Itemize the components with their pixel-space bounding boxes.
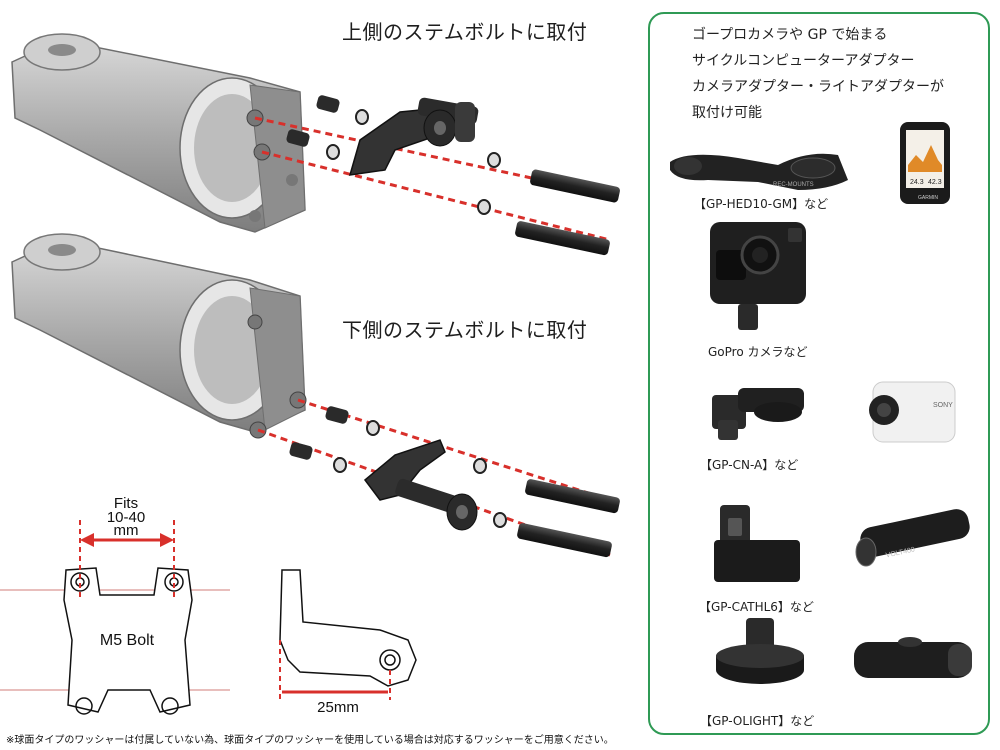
adapter-profile xyxy=(279,569,417,687)
garmin-device-image: 24.3 42.3 GARMIN xyxy=(900,122,950,204)
fits-dimension xyxy=(79,520,175,600)
mounting-diagram: Fits 10-40 mm M5 Bolt 25mm xyxy=(0,33,620,716)
olight-light-image xyxy=(854,637,972,678)
panel-line-2: サイクルコンピューターアダプター xyxy=(692,53,915,69)
width-dimension xyxy=(279,640,391,700)
panel-line-1: ゴープロカメラや GP で始まる xyxy=(692,27,888,43)
washer-footnote: ※球面タイプのワッシャーは付属していない為、球面タイプのワッシャーを使用している… xyxy=(6,735,614,746)
upper-stem xyxy=(11,33,306,233)
olight-adapter-image xyxy=(716,618,804,684)
lower-mount-heading: 下側のステムボルトに取付 xyxy=(342,318,588,342)
product-images: REC-MOUNTS 24.3 42.3 GARMIN SONY xyxy=(670,122,972,684)
hed10-mount-image: REC-MOUNTS xyxy=(670,153,848,190)
upper-bolts xyxy=(515,169,620,256)
device-value2: 42.3 xyxy=(928,179,942,186)
cn-a-adapter-image xyxy=(712,388,804,440)
lower-stem xyxy=(11,233,307,439)
caption-hed10: 【GP-HED10-GM】など xyxy=(694,197,829,211)
fits-label-1: Fits xyxy=(114,495,138,512)
caption-cn-a: 【GP-CN-A】など xyxy=(700,458,799,472)
caption-gopro: GoPro カメラなど xyxy=(708,345,808,359)
upper-gopro-adapter xyxy=(348,97,479,176)
sony-label: SONY xyxy=(933,402,953,409)
compatible-adapters-panel xyxy=(648,12,990,735)
cathl6-adapter-image xyxy=(714,505,800,582)
lower-bolts xyxy=(517,479,620,558)
panel-line-4: 取付け可能 xyxy=(692,105,762,121)
upper-spacers xyxy=(286,95,501,215)
caption-cathl6: 【GP-CATHL6】など xyxy=(699,600,814,614)
volt-light-image: VOLT400 xyxy=(855,509,970,567)
fits-label-3: mm xyxy=(114,522,139,539)
lower-spacers xyxy=(289,406,507,528)
bolt-label: M5 Bolt xyxy=(100,632,155,649)
panel-line-3: カメラアダプター・ライトアダプターが xyxy=(692,79,944,95)
gopro-camera-image xyxy=(710,222,806,330)
stem-front-view xyxy=(0,567,230,715)
width-label: 25mm xyxy=(317,699,359,716)
rec-mounts-label: REC-MOUNTS xyxy=(773,182,814,188)
fits-label-2: 10-40 xyxy=(107,509,145,526)
garmin-label: GARMIN xyxy=(918,195,938,201)
sony-camera-image: SONY xyxy=(869,381,956,443)
lower-gopro-adapter xyxy=(363,439,478,531)
upper-mount-heading: 上側のステムボルトに取付 xyxy=(342,20,588,44)
device-speed: 24.3 xyxy=(910,179,924,186)
caption-olight: 【GP-OLIGHT】など xyxy=(700,714,815,728)
